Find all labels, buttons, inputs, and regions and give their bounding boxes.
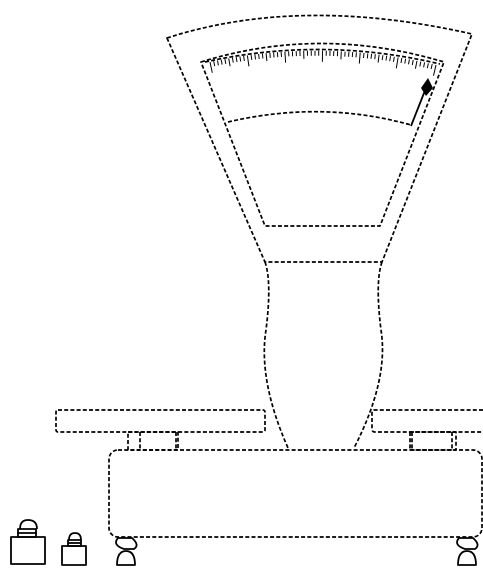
scale-column: [263, 261, 289, 449]
dial-tick: [250, 54, 253, 60]
dial-tick: [381, 55, 384, 61]
scale-column-right: [353, 261, 384, 449]
dial-tick: [411, 60, 414, 66]
right-foot: [456, 537, 479, 566]
dial-window: [200, 42, 445, 227]
dial-tick: [377, 54, 380, 63]
weight-icon[interactable]: [61, 532, 87, 566]
dial-lower-arc: [227, 110, 412, 126]
dial-tick: [228, 58, 231, 67]
dial-tick: [374, 54, 376, 60]
dial-tick: [423, 62, 426, 68]
dial-tick: [235, 57, 238, 63]
dial-tick: [370, 53, 373, 59]
dial-tick: [419, 61, 422, 67]
needle-shaft: [410, 87, 427, 127]
dial-tick: [393, 56, 395, 62]
dial-tick: [209, 61, 213, 73]
dial-tick: [213, 61, 216, 67]
dial-tick: [217, 60, 219, 66]
right-pan: [371, 409, 483, 451]
weight-icon[interactable]: [10, 519, 46, 565]
dial-tick: [385, 55, 388, 61]
scale-head-outer: [166, 14, 473, 263]
dial-band: [204, 48, 441, 65]
dial-tick: [246, 55, 250, 67]
dial-tick: [433, 64, 437, 76]
dial-tick: [414, 60, 418, 69]
dial-tick: [265, 53, 268, 62]
dial-tick: [363, 52, 365, 59]
dial-tick: [395, 57, 399, 69]
dial-tick: [261, 53, 264, 59]
dial-tick: [239, 56, 242, 62]
needle-icon: [410, 78, 433, 127]
needle-tip: [421, 78, 433, 96]
scale-head: [166, 14, 473, 263]
dial-tick: [400, 57, 403, 64]
dial-tick: [426, 63, 429, 69]
dial-tick: [284, 51, 287, 63]
left-pan-plate: [55, 409, 266, 433]
dial-tick: [258, 53, 260, 60]
dial-tick: [430, 63, 433, 70]
dial-tick: [389, 56, 391, 62]
left-pan: [55, 409, 266, 451]
dial-tick: [358, 52, 361, 64]
right-pan-support: [409, 431, 457, 451]
dial-ticks: [209, 50, 437, 76]
scale-base: [108, 449, 483, 538]
right-pan-plate: [371, 409, 483, 433]
dial-tick: [243, 55, 245, 61]
dial-tick: [404, 58, 407, 64]
dial-tick: [254, 54, 256, 60]
left-pan-support: [127, 431, 179, 451]
dial-tick: [408, 59, 410, 65]
left-foot: [115, 537, 138, 566]
dial-tick: [224, 58, 227, 64]
dial-tick: [366, 53, 369, 59]
dial-tick: [220, 59, 223, 65]
dial-tick: [231, 57, 234, 63]
